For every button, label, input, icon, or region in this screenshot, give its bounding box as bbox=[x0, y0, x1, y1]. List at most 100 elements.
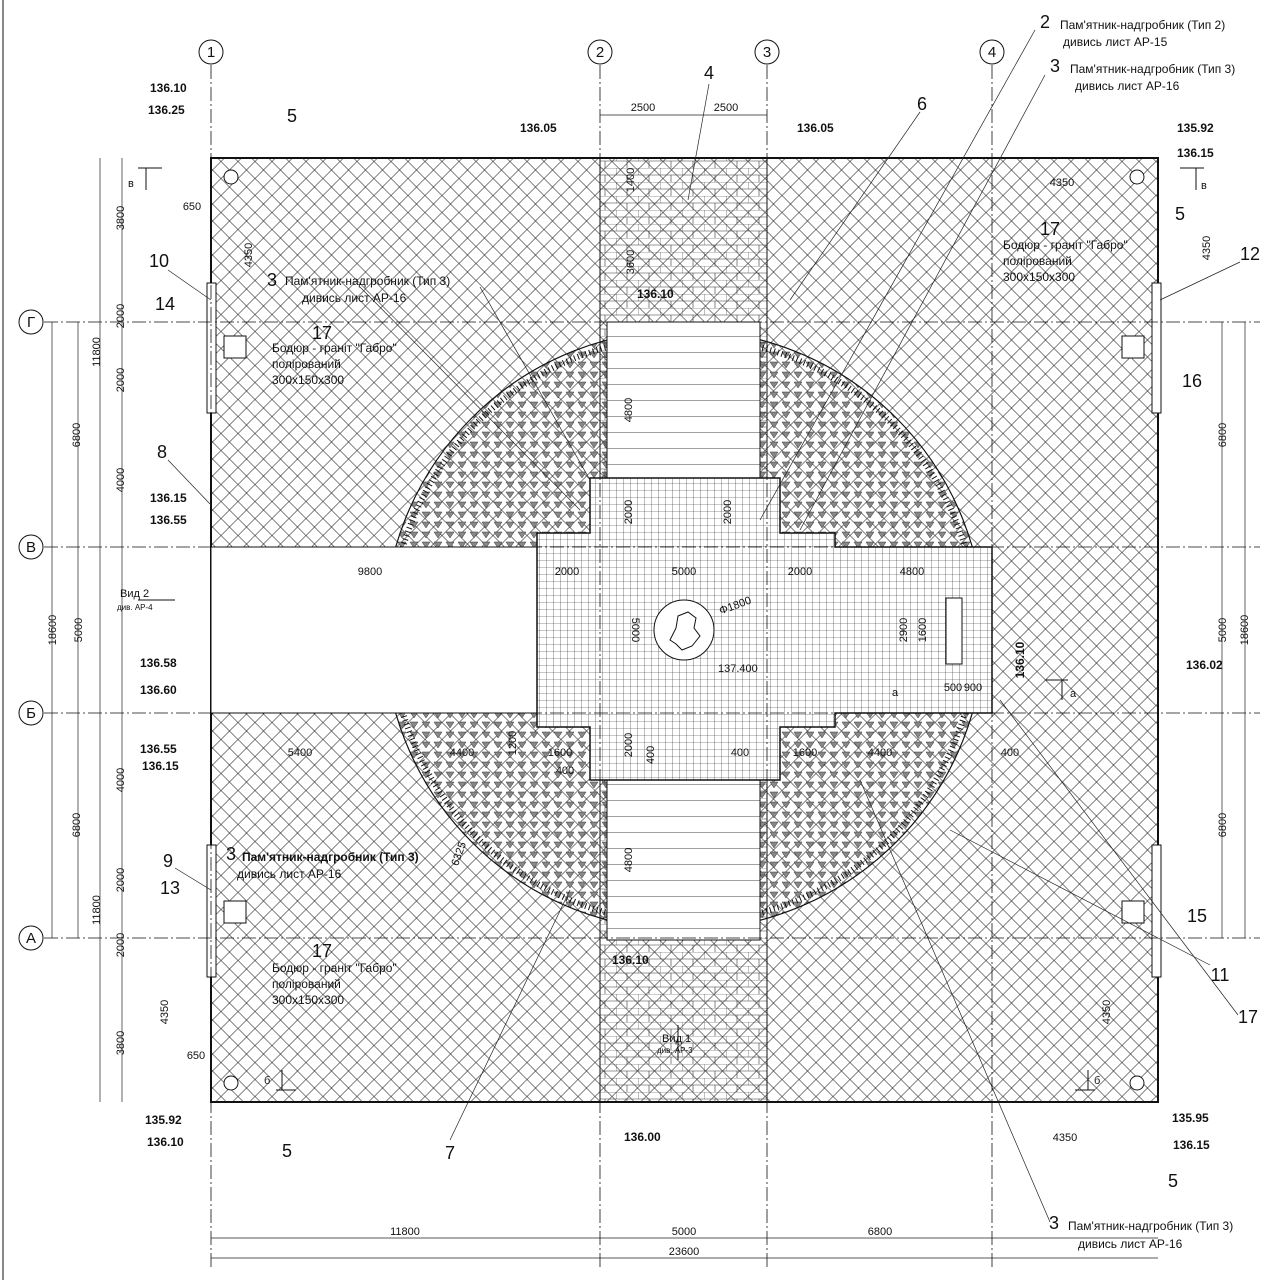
curb-west-south bbox=[206, 844, 217, 978]
svg-text:2000: 2000 bbox=[623, 733, 635, 757]
svg-text:4350: 4350 bbox=[1201, 236, 1213, 260]
svg-text:137.400: 137.400 bbox=[718, 663, 758, 675]
svg-text:полірований: полірований bbox=[272, 977, 341, 991]
stairs-north-treads bbox=[607, 322, 760, 478]
svg-text:В: В bbox=[26, 539, 36, 556]
svg-text:4350: 4350 bbox=[159, 1000, 171, 1024]
dimension-lines bbox=[51, 114, 1246, 1259]
svg-text:17: 17 bbox=[1238, 1007, 1258, 1027]
leader-lines bbox=[167, 29, 1241, 1223]
svg-text:дивись лист АР-16: дивись лист АР-16 bbox=[1075, 79, 1180, 93]
svg-text:1: 1 bbox=[207, 44, 215, 61]
svg-text:2000: 2000 bbox=[722, 500, 734, 524]
svg-text:Бодюр - граніт "Габро": Бодюр - граніт "Габро" bbox=[272, 961, 397, 975]
svg-text:17: 17 bbox=[312, 941, 332, 961]
svg-text:135.95: 135.95 bbox=[1172, 1111, 1209, 1125]
svg-text:136.15: 136.15 bbox=[142, 759, 179, 773]
svg-text:8: 8 bbox=[157, 442, 167, 462]
svg-text:А: А bbox=[26, 930, 36, 947]
svg-text:6: 6 bbox=[917, 94, 927, 114]
svg-text:3: 3 bbox=[267, 270, 277, 290]
svg-text:136.55: 136.55 bbox=[140, 742, 177, 756]
svg-text:136.10: 136.10 bbox=[147, 1135, 184, 1149]
svg-text:3: 3 bbox=[226, 844, 236, 864]
svg-text:Б: Б bbox=[26, 705, 36, 722]
svg-text:2000: 2000 bbox=[115, 868, 127, 892]
svg-text:Бодюр - граніт "Габро": Бодюр - граніт "Габро" bbox=[272, 341, 397, 355]
svg-text:300х150х300: 300х150х300 bbox=[272, 993, 344, 1007]
svg-text:4800: 4800 bbox=[623, 398, 635, 422]
monument-16 bbox=[1121, 335, 1145, 359]
axis-bubble-1: 1 bbox=[198, 39, 224, 65]
svg-text:2000: 2000 bbox=[623, 500, 635, 524]
curb-west-north bbox=[206, 282, 217, 414]
svg-text:5000: 5000 bbox=[73, 618, 85, 642]
svg-text:136.15: 136.15 bbox=[1177, 146, 1214, 160]
callout-markers: 2 3 4 6 5 5 17 10 12 3 14 17 16 8 9 3 13… bbox=[149, 12, 1260, 1233]
svg-text:див. АР-3: див. АР-3 bbox=[657, 1046, 693, 1055]
svg-text:300х150х300: 300х150х300 bbox=[272, 373, 344, 387]
svg-text:3800: 3800 bbox=[115, 206, 127, 230]
svg-text:5: 5 bbox=[287, 106, 297, 126]
svg-text:1400: 1400 bbox=[625, 168, 637, 192]
svg-text:4000: 4000 bbox=[115, 768, 127, 792]
section-cut-marks bbox=[138, 167, 1204, 1091]
svg-text:6800: 6800 bbox=[71, 813, 83, 837]
light-post-icon bbox=[223, 169, 239, 185]
svg-text:12: 12 bbox=[1240, 244, 1260, 264]
grid-axes: 1 2 3 4 Г В Б А bbox=[18, 39, 1260, 1270]
svg-text:23600: 23600 bbox=[669, 1246, 700, 1258]
svg-text:а: а bbox=[1070, 688, 1077, 700]
svg-text:в: в bbox=[128, 178, 134, 190]
monument-circle bbox=[653, 599, 715, 661]
notes: Пам'ятник-надгробник (Тип 2) дивись лист… bbox=[117, 18, 1235, 1251]
site-area bbox=[206, 157, 1162, 1103]
map-emblem-icon bbox=[669, 611, 701, 651]
svg-text:4800: 4800 bbox=[900, 566, 924, 578]
svg-text:136.10: 136.10 bbox=[150, 81, 187, 95]
svg-text:2500: 2500 bbox=[714, 102, 738, 114]
svg-text:в: в bbox=[1201, 180, 1207, 192]
svg-text:136.55: 136.55 bbox=[150, 513, 187, 527]
monument-15 bbox=[1121, 900, 1145, 924]
svg-text:Вид 2: Вид 2 bbox=[120, 588, 149, 600]
light-post-icon bbox=[1129, 1075, 1145, 1091]
svg-text:4800: 4800 bbox=[623, 848, 635, 872]
svg-text:5000: 5000 bbox=[672, 566, 696, 578]
svg-text:5: 5 bbox=[1175, 204, 1185, 224]
svg-text:136.60: 136.60 bbox=[140, 683, 177, 697]
svg-text:2: 2 bbox=[1040, 12, 1050, 32]
svg-text:400: 400 bbox=[556, 765, 574, 777]
svg-text:6800: 6800 bbox=[1217, 423, 1229, 447]
svg-text:136.15: 136.15 bbox=[1173, 1138, 1210, 1152]
axis-bubble-A: А bbox=[18, 925, 44, 951]
axis-bubble-V: В bbox=[18, 534, 44, 560]
svg-text:2500: 2500 bbox=[631, 102, 655, 114]
svg-text:дивись лист АР-16: дивись лист АР-16 bbox=[302, 291, 407, 305]
svg-text:136.10: 136.10 bbox=[637, 287, 674, 301]
svg-text:4400: 4400 bbox=[868, 747, 892, 759]
axis-bubble-3: 3 bbox=[754, 39, 780, 65]
svg-text:Вид 1: Вид 1 bbox=[662, 1033, 691, 1045]
svg-text:400: 400 bbox=[731, 747, 749, 759]
svg-text:136.15: 136.15 bbox=[150, 491, 187, 505]
svg-text:136.58: 136.58 bbox=[140, 656, 177, 670]
svg-text:2000: 2000 bbox=[788, 566, 812, 578]
svg-text:136.05: 136.05 bbox=[797, 121, 834, 135]
svg-text:135.92: 135.92 bbox=[145, 1113, 182, 1127]
svg-text:полірований: полірований bbox=[272, 357, 341, 371]
svg-text:5000: 5000 bbox=[629, 618, 641, 642]
svg-text:7: 7 bbox=[445, 1143, 455, 1163]
elevation-marks: 136.10 136.25 136.05 136.05 135.92 136.1… bbox=[140, 81, 1223, 1152]
svg-text:Пам'ятник-надгробник (Тип 2): Пам'ятник-надгробник (Тип 2) bbox=[1060, 18, 1225, 32]
svg-text:500: 500 bbox=[944, 682, 962, 694]
svg-text:18600: 18600 bbox=[1239, 615, 1251, 646]
svg-text:15: 15 bbox=[1187, 906, 1207, 926]
svg-text:Пам'ятник-надгробник (Тип 3): Пам'ятник-надгробник (Тип 3) bbox=[285, 274, 450, 288]
axis-bubble-B: Б bbox=[18, 700, 44, 726]
svg-text:3: 3 bbox=[1049, 1213, 1059, 1233]
svg-text:4000: 4000 bbox=[115, 468, 127, 492]
svg-text:4: 4 bbox=[988, 44, 996, 61]
curb-east-south bbox=[1151, 844, 1162, 978]
